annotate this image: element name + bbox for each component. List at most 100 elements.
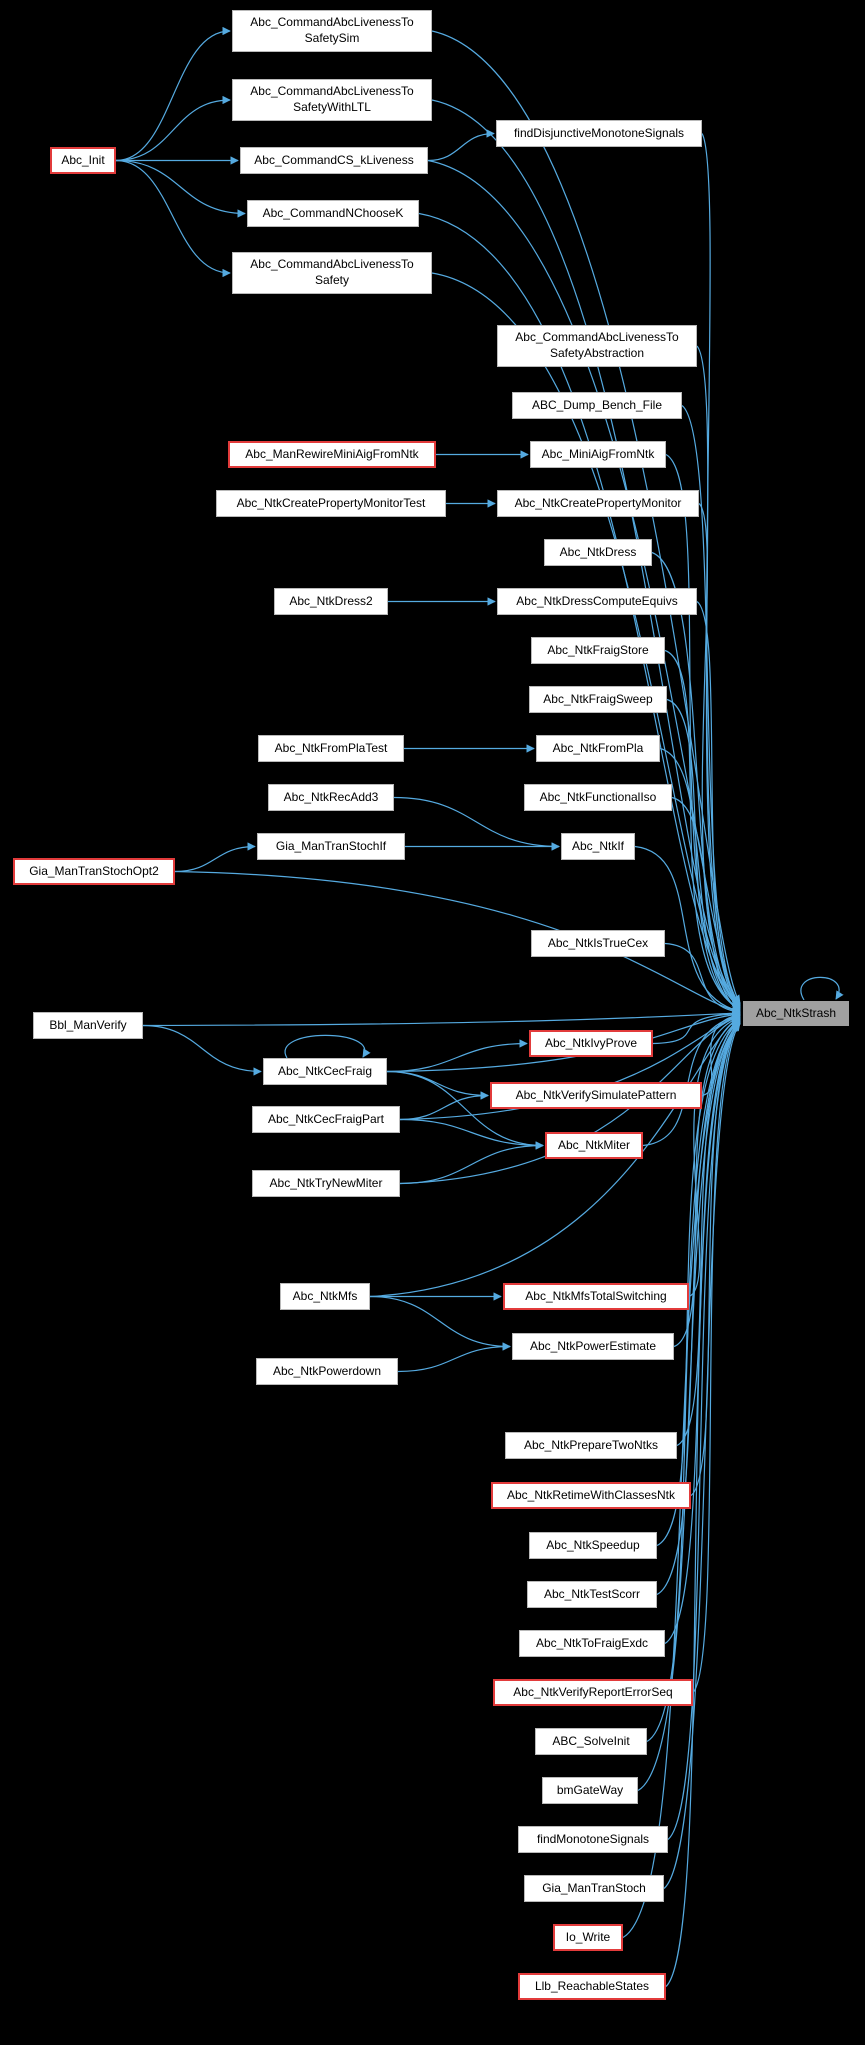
node-label: Gia_ManTranStochIf	[275, 838, 387, 853]
edge-dumpBench-strash	[681, 405, 741, 1008]
node-label: Abc_MiniAigFromNtk	[541, 446, 655, 461]
edge-fraigStore-strash	[664, 649, 741, 1010]
edge-powerdown-powerEstimate	[397, 1342, 511, 1373]
graph-node-cecFraig[interactable]: Abc_NtkCecFraig	[263, 1058, 387, 1085]
edge-dress-strash	[651, 551, 741, 1009]
graph-node-powerEstimate[interactable]: Abc_NtkPowerEstimate	[512, 1333, 674, 1360]
edge-findMonotone-strash	[667, 1021, 741, 1840]
edge-abcInit-cmdSafetySim	[115, 26, 231, 162]
graph-node-manRewire[interactable]: Abc_ManRewireMiniAigFromNtk	[228, 441, 436, 468]
graph-node-dress[interactable]: Abc_NtkDress	[544, 539, 652, 566]
node-label: Abc_NtkFraigSweep	[543, 691, 653, 706]
graph-node-recAdd3[interactable]: Abc_NtkRecAdd3	[268, 784, 394, 811]
node-label: Abc_NtkPowerEstimate	[529, 1338, 657, 1353]
graph-node-fromPla[interactable]: Abc_NtkFromPla	[536, 735, 660, 762]
graph-node-mfsTotal[interactable]: Abc_NtkMfsTotalSwitching	[503, 1283, 689, 1310]
edge-isTrueCex-strash	[664, 942, 741, 1016]
graph-node-prepareTwoNtks[interactable]: Abc_NtkPrepareTwoNtks	[505, 1432, 677, 1459]
edge-cecFraigPart-verifySim	[399, 1091, 489, 1121]
graph-node-cecFraigPart[interactable]: Abc_NtkCecFraigPart	[252, 1106, 400, 1133]
graph-node-llbReachable[interactable]: Llb_ReachableStates	[518, 1973, 666, 2000]
node-label: Abc_NtkMfs	[292, 1288, 358, 1303]
edge-fromPla-strash	[659, 747, 741, 1011]
edge-verifyReportErr-strash	[692, 1020, 741, 1693]
graph-node-cmdCSkLiveness[interactable]: Abc_CommandCS_kLiveness	[240, 147, 428, 174]
graph-node-createPropTest[interactable]: Abc_NtkCreatePropertyMonitorTest	[216, 490, 446, 517]
node-label: Abc_NtkMiter	[557, 1137, 631, 1152]
edge-abcInit-cmdNChooseK	[115, 159, 246, 218]
edge-cecFraig-verifySim	[386, 1070, 489, 1100]
graph-node-speedup[interactable]: Abc_NtkSpeedup	[529, 1532, 657, 1559]
graph-node-fromPlaTest[interactable]: Abc_NtkFromPlaTest	[258, 735, 404, 762]
edge-bblVerify-cecFraig	[142, 1024, 262, 1076]
graph-node-dressCompute[interactable]: Abc_NtkDressComputeEquivs	[497, 588, 697, 615]
edge-cmdSafetyAbstraction-strash	[696, 345, 741, 1007]
graph-node-verifyReportErr[interactable]: Abc_NtkVerifyReportErrorSeq	[493, 1679, 693, 1706]
node-label: Abc_NtkDress	[559, 544, 637, 559]
graph-node-ioWrite[interactable]: Io_Write	[553, 1924, 623, 1951]
node-label: Abc_CommandCS_kLiveness	[254, 152, 414, 167]
graph-node-tranStochOpt2[interactable]: Gia_ManTranStochOpt2	[13, 858, 175, 885]
node-label: Io_Write	[565, 1929, 611, 1944]
graph-node-powerdown[interactable]: Abc_NtkPowerdown	[256, 1358, 398, 1385]
node-label: findDisjunctiveMonotoneSignals	[513, 125, 685, 140]
node-label: Abc_NtkDress2	[289, 593, 373, 608]
node-label: Abc_NtkCreatePropertyMonitorTest	[236, 495, 426, 510]
graph-node-ntkIf[interactable]: Abc_NtkIf	[561, 833, 635, 860]
graph-node-isTrueCex[interactable]: Abc_NtkIsTrueCex	[531, 930, 665, 957]
edge-ntkIf-strash	[634, 845, 741, 1014]
graph-node-findMonotone[interactable]: findMonotoneSignals	[518, 1826, 668, 1853]
node-label: Abc_NtkPowerdown	[272, 1363, 382, 1378]
graph-node-fraigStore[interactable]: Abc_NtkFraigStore	[531, 637, 665, 664]
graph-node-tryNewMiter[interactable]: Abc_NtkTryNewMiter	[252, 1170, 400, 1197]
edge-cecFraig-ivyProve	[386, 1039, 528, 1073]
edge-self-strash	[800, 976, 844, 1001]
graph-node-fraigSweep[interactable]: Abc_NtkFraigSweep	[529, 686, 667, 713]
node-label: Abc_ManRewireMiniAigFromNtk	[245, 446, 419, 461]
graph-node-mfs[interactable]: Abc_NtkMfs	[280, 1283, 370, 1310]
graph-node-bmGateWay[interactable]: bmGateWay	[542, 1777, 638, 1804]
node-label: Abc_NtkToFraigExdc	[535, 1635, 649, 1650]
node-label: ABC_SolveInit	[552, 1733, 630, 1748]
node-label: SafetyWithLTL	[293, 100, 371, 114]
graph-node-retimeWithClasses[interactable]: Abc_NtkRetimeWithClassesNtk	[491, 1482, 691, 1509]
node-label: Abc_CommandAbcLivenessTo	[250, 15, 414, 30]
node-label: Bbl_ManVerify	[49, 1017, 127, 1032]
edge-abcInit-cmdSafetyWithLTL	[115, 95, 231, 162]
graph-node-cmdNChooseK[interactable]: Abc_CommandNChooseK	[247, 200, 419, 227]
edge-recAdd3-ntkIf	[393, 796, 560, 851]
graph-node-dumpBench[interactable]: ABC_Dump_Bench_File	[512, 392, 682, 419]
node-label: Abc_NtkTryNewMiter	[269, 1175, 383, 1190]
graph-node-verifySim[interactable]: Abc_NtkVerifySimulatePattern	[490, 1082, 702, 1109]
node-label: findMonotoneSignals	[536, 1831, 650, 1846]
graph-node-toFraigExdc[interactable]: Abc_NtkToFraigExdc	[519, 1630, 665, 1657]
node-label: Abc_NtkStrash	[755, 1005, 837, 1020]
graph-node-dress2[interactable]: Abc_NtkDress2	[274, 588, 388, 615]
edge-ioWrite-strash	[622, 1022, 741, 1939]
node-label: Gia_ManTranStoch	[542, 1880, 646, 1895]
graph-node-bblVerify[interactable]: Bbl_ManVerify	[33, 1012, 143, 1039]
graph-node-giaTranStoch[interactable]: Gia_ManTranStoch	[524, 1875, 664, 1902]
edge-toFraigExdc-strash	[664, 1019, 741, 1645]
edge-giaTranStoch-strash	[663, 1022, 741, 1889]
graph-node-createProp[interactable]: Abc_NtkCreatePropertyMonitor	[497, 490, 699, 517]
edge-functionalIso-strash	[671, 796, 741, 1012]
node-label: Abc_NtkFraigStore	[547, 642, 649, 657]
graph-node-miniAig[interactable]: Abc_MiniAigFromNtk	[530, 441, 666, 468]
graph-node-abcInit[interactable]: Abc_Init	[50, 147, 116, 174]
node-label: Llb_ReachableStates	[534, 1978, 650, 1993]
graph-node-findDisjunctive[interactable]: findDisjunctiveMonotoneSignals	[496, 120, 702, 147]
edge-abcInit-cmdSafety	[115, 159, 231, 278]
graph-node-solveInit[interactable]: ABC_SolveInit	[535, 1728, 647, 1755]
node-label: Abc_CommandAbcLivenessTo	[250, 257, 414, 272]
graph-node-ivyProve[interactable]: Abc_NtkIvyProve	[529, 1030, 653, 1057]
node-label: Abc_NtkRecAdd3	[283, 789, 379, 804]
graph-node-testScorr[interactable]: Abc_NtkTestScorr	[527, 1581, 657, 1608]
graph-node-functionalIso[interactable]: Abc_NtkFunctionalIso	[524, 784, 672, 811]
graph-node-miter[interactable]: Abc_NtkMiter	[545, 1132, 643, 1159]
graph-node-tranStochIf[interactable]: Gia_ManTranStochIf	[257, 833, 405, 860]
